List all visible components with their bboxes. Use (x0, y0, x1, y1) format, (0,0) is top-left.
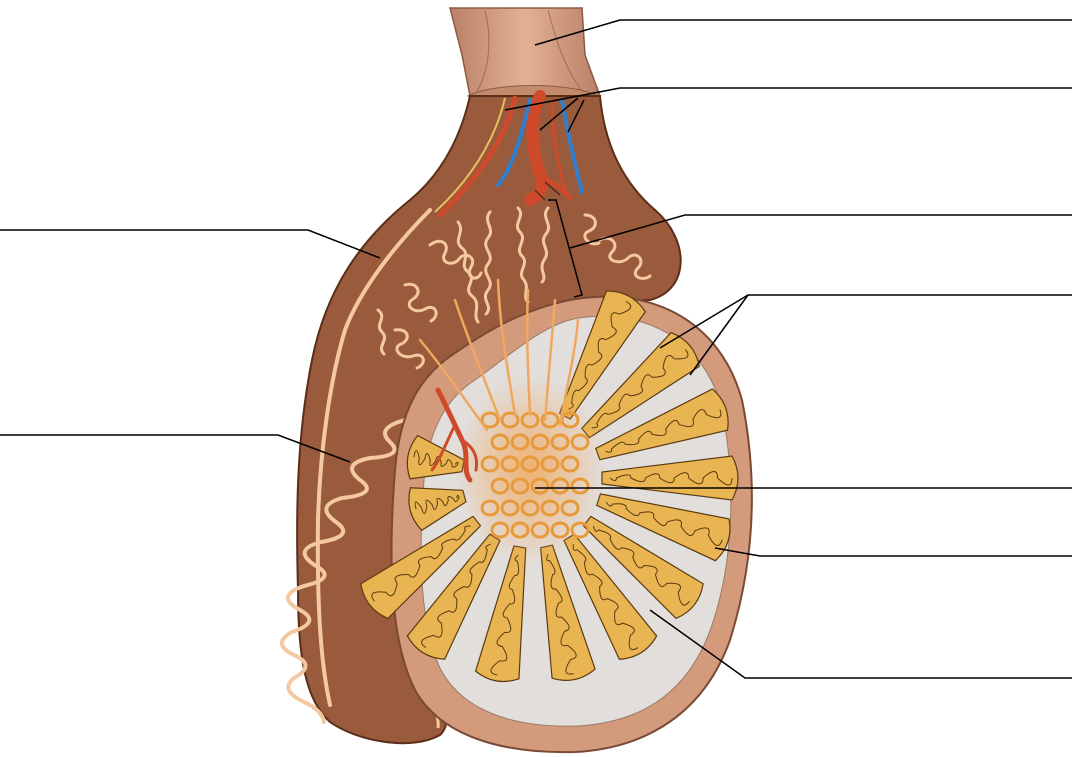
leader-spermatic-cord (535, 20, 1072, 45)
leader-tubules (660, 295, 1072, 348)
leader-body-epididymis (0, 435, 350, 462)
leader-head-epididymis (0, 230, 380, 258)
spermatic-cord (450, 8, 600, 102)
leader-tunica (715, 548, 1072, 556)
